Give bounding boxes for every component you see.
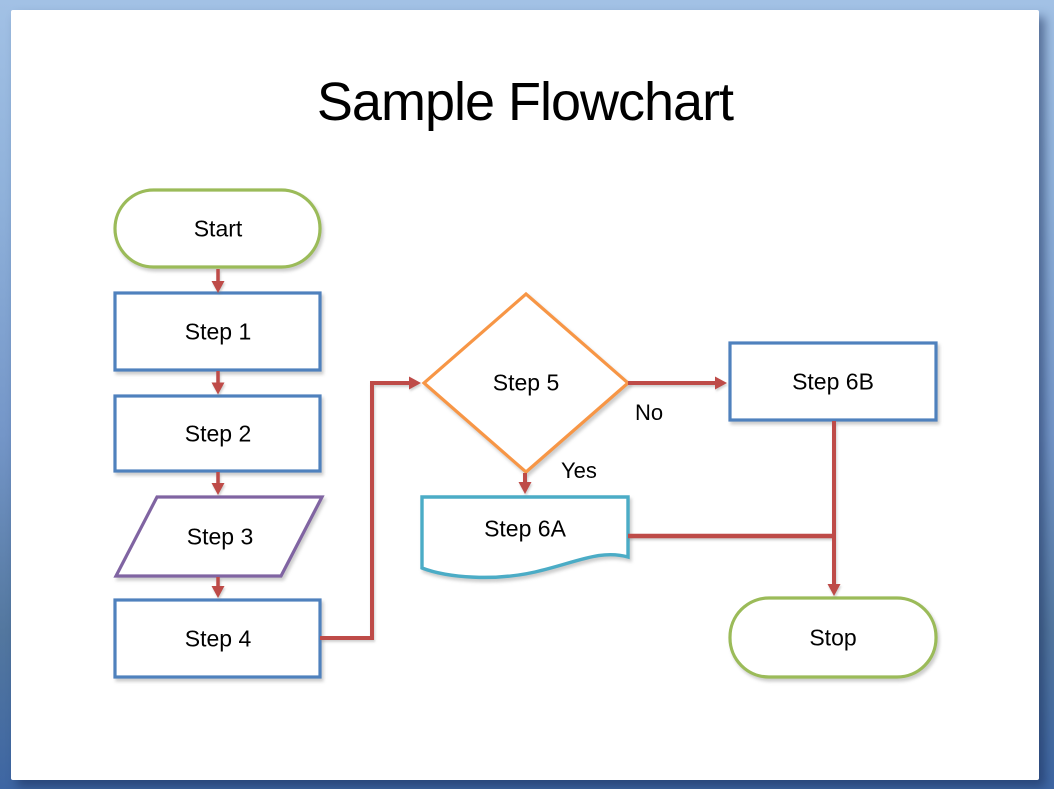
arrowhead-join-stop: [827, 584, 841, 596]
node-step6b-process[interactable]: [728, 341, 938, 422]
node-step6a-label: Step 6A: [484, 515, 566, 542]
arrowhead-step4-step5: [409, 376, 421, 390]
node-start-label: Start: [193, 215, 243, 242]
arrowhead-step5-step6b: [715, 376, 727, 390]
arrowhead-step3-step4: [211, 586, 225, 598]
node-step4-label: Step 4: [184, 625, 252, 652]
arrowhead-step2-step3: [211, 483, 225, 495]
arrowhead-step1-step2: [211, 382, 225, 395]
edge-label-yes: Yes: [561, 458, 597, 483]
node-step1-process[interactable]: [113, 291, 322, 372]
node-step1-label: Step 1: [184, 318, 252, 345]
node-step2-process[interactable]: [113, 394, 322, 473]
node-step6a-document[interactable]: [420, 495, 630, 580]
node-step4-process[interactable]: [113, 598, 322, 679]
node-step3-label: Step 3: [186, 523, 254, 550]
node-stop-terminator[interactable]: [728, 596, 938, 679]
node-step5-label: Step 5: [492, 369, 560, 396]
node-step6b-label: Step 6B: [792, 368, 874, 395]
node-stop-label: Stop: [809, 624, 857, 651]
node-step3-data-parallelogram[interactable]: [113, 495, 325, 578]
node-start-terminator[interactable]: [113, 188, 322, 269]
edge-label-no: No: [635, 400, 664, 425]
arrowhead-start-step1: [211, 281, 225, 293]
node-step2-label: Step 2: [184, 420, 252, 447]
arrowhead-step5-step6a: [518, 482, 532, 494]
slide-title: Sample Flowchart: [316, 72, 734, 132]
connector-step4-step5: [320, 381, 410, 640]
node-step5-decision-diamond[interactable]: [421, 291, 631, 475]
